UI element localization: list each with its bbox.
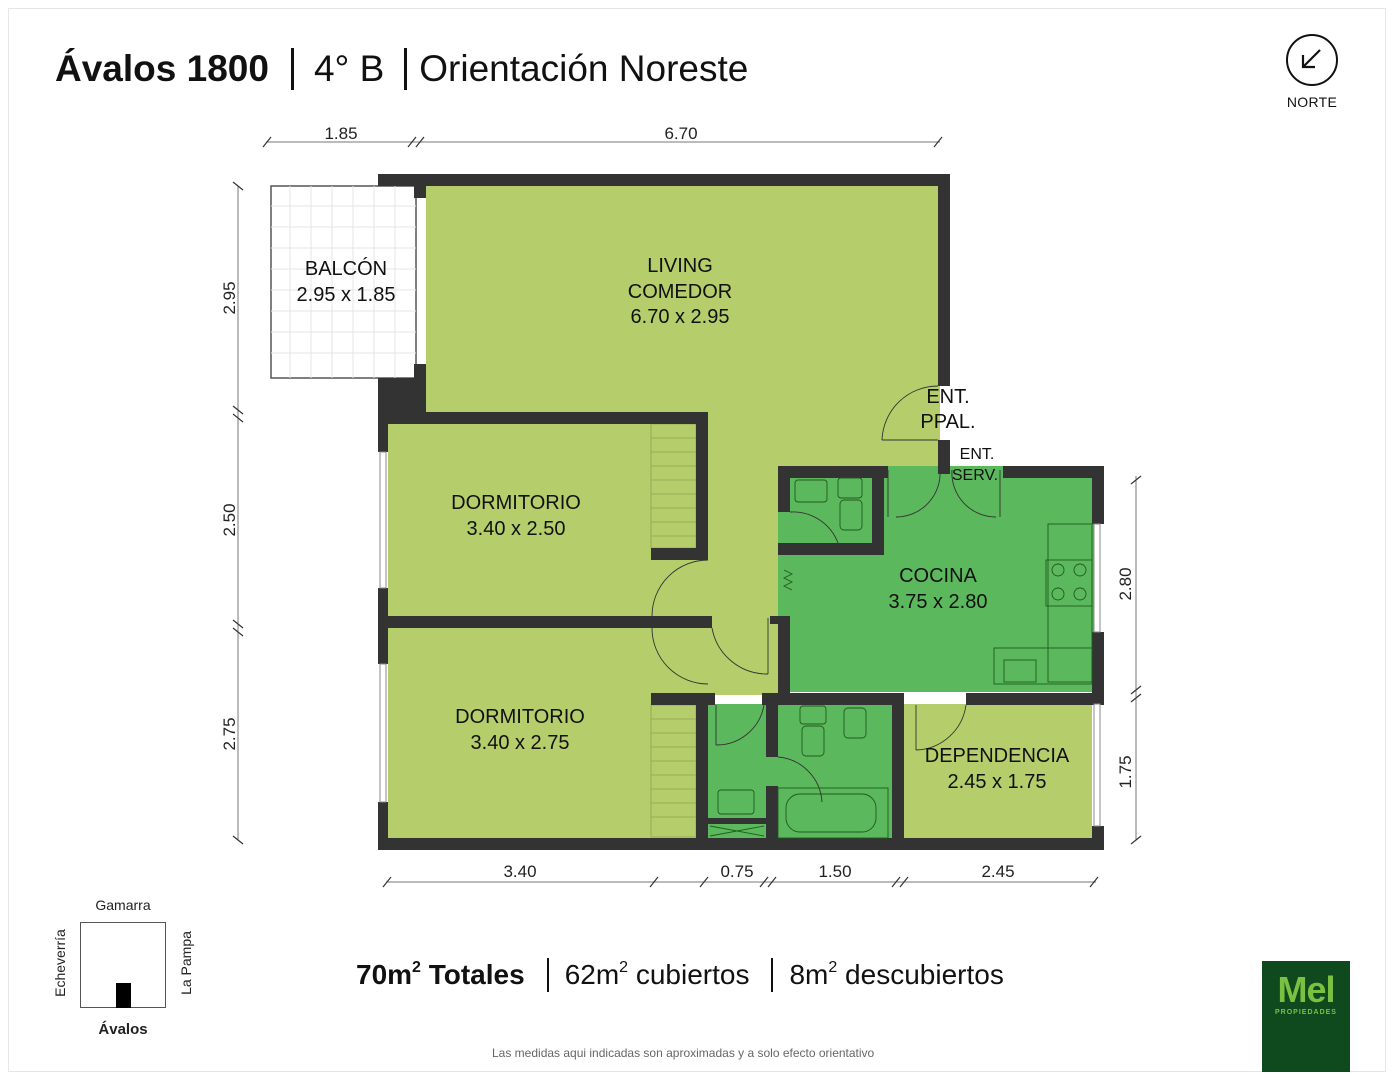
superscript: 2 [412, 959, 421, 976]
page-title: Ávalos 1800 4° B Orientación Noreste [55, 44, 748, 94]
service-entry-line2: SERV. [952, 467, 998, 484]
dim-left-dorm1: 2.50 [220, 503, 239, 536]
sink-icon [794, 479, 828, 503]
total-area-label: Totales [420, 959, 525, 990]
title-divider [404, 48, 408, 90]
address: Ávalos 1800 [55, 48, 269, 89]
compass-circle [1286, 34, 1338, 86]
main-entry-line1: ENT. [926, 386, 969, 408]
dim-bottom-toilet: 0.75 [720, 862, 753, 881]
doors [651, 385, 1001, 803]
toilet-tank-icon [837, 477, 863, 499]
street-north: Gamarra [95, 897, 151, 913]
location-map: Gamarra Echeverría La Pampa Ávalos [40, 895, 210, 1045]
kitchen-sink-icon [1003, 659, 1037, 683]
shaft [709, 825, 765, 837]
dim-right-dependencia: 1.75 [1116, 755, 1135, 788]
stove-icon [1045, 559, 1093, 607]
building-marker [116, 983, 131, 1008]
bathtub-icon [777, 787, 889, 839]
fixtures [709, 477, 1093, 839]
burner-icon [1051, 587, 1065, 601]
room-living-size: 6.70 x 2.95 [631, 306, 730, 328]
room-dorm1-name: DORMITORIO [451, 492, 581, 514]
room-balcony-size: 2.95 x 1.85 [297, 284, 396, 306]
uncovered-area-value: 8m [789, 959, 829, 990]
dim-top-living: 6.70 [664, 124, 697, 143]
dim-bottom-dorm: 3.40 [503, 862, 536, 881]
walls [378, 174, 1104, 850]
burner-icon [1073, 563, 1087, 577]
unit: 4° B [313, 48, 385, 89]
kitchen-counter-corner [993, 647, 1093, 685]
toilet-tank-icon [799, 705, 827, 725]
balcony [270, 185, 417, 379]
summary-divider [771, 958, 774, 992]
main-entry-line2: PPAL. [920, 411, 975, 433]
covered-area-label: cubiertos [628, 959, 750, 990]
toilet-bowl-icon [839, 499, 863, 531]
room-kitchen-size: 3.75 x 2.80 [889, 591, 988, 613]
company-logo: Mel PROPIEDADES [1262, 961, 1350, 1072]
room-living-name: LIVING [647, 255, 713, 277]
bidet-icon [843, 707, 867, 739]
dim-left-dorm2: 2.75 [220, 717, 239, 750]
total-area-value: 70m [356, 959, 413, 990]
main-door-swing [881, 385, 939, 441]
room-living-name2: COMEDOR [628, 281, 732, 303]
summary-divider [546, 958, 549, 992]
dimension-ticks [232, 136, 1142, 888]
dim-right-kitchen: 2.80 [1116, 567, 1135, 600]
sink-icon [717, 789, 755, 815]
windows [379, 451, 1101, 827]
street-south: Ávalos [98, 1021, 148, 1038]
title-divider [290, 48, 294, 90]
room-dorm1-size: 3.40 x 2.50 [467, 518, 566, 540]
uncovered-area-label: descubiertos [837, 959, 1004, 990]
superscript: 2 [828, 959, 838, 976]
orientation: Orientación Noreste [419, 48, 749, 89]
uncovered-area: 8m2 descubiertos [789, 959, 1003, 991]
room-dependencia-name: DEPENDENCIA [925, 745, 1070, 767]
street-west: Echeverría [52, 929, 68, 997]
room-dependencia-size: 2.45 x 1.75 [948, 771, 1047, 793]
arrow-down-left-icon [1301, 49, 1321, 69]
dim-top-balcony: 1.85 [324, 124, 357, 143]
room-kitchen-name: COCINA [899, 565, 977, 587]
room-dorm2-size: 3.40 x 2.75 [471, 732, 570, 754]
street-east: La Pampa [178, 931, 194, 995]
dim-bottom-dependencia: 2.45 [981, 862, 1014, 881]
dim-left-living: 2.95 [220, 281, 239, 314]
room-dorm2-name: DORMITORIO [455, 706, 585, 728]
north-indicator: NORTE [1284, 34, 1340, 110]
dimension-lines [237, 141, 1137, 883]
room-balcony-name: BALCÓN [305, 257, 387, 280]
toilet-bowl-icon [801, 725, 825, 757]
north-label: NORTE [1286, 94, 1338, 110]
burner-icon [1073, 587, 1087, 601]
total-area: 70m2 Totales [356, 959, 525, 991]
burner-icon [1051, 563, 1065, 577]
area-summary: 70m2 Totales 62m2 cubiertos 8m2 descubie… [356, 958, 1004, 992]
page-frame [8, 8, 1386, 1072]
superscript: 2 [619, 959, 629, 976]
dim-bottom-bath: 1.50 [818, 862, 851, 881]
disclaimer: Las medidas aqui indicadas son aproximad… [492, 1046, 875, 1060]
covered-area: 62m2 cubiertos [565, 959, 750, 991]
service-entry-line1: ENT. [960, 446, 995, 463]
covered-area-value: 62m [564, 959, 620, 990]
logo-subtitle: PROPIEDADES [1275, 1009, 1337, 1016]
logo-name: Mel [1277, 969, 1335, 1010]
